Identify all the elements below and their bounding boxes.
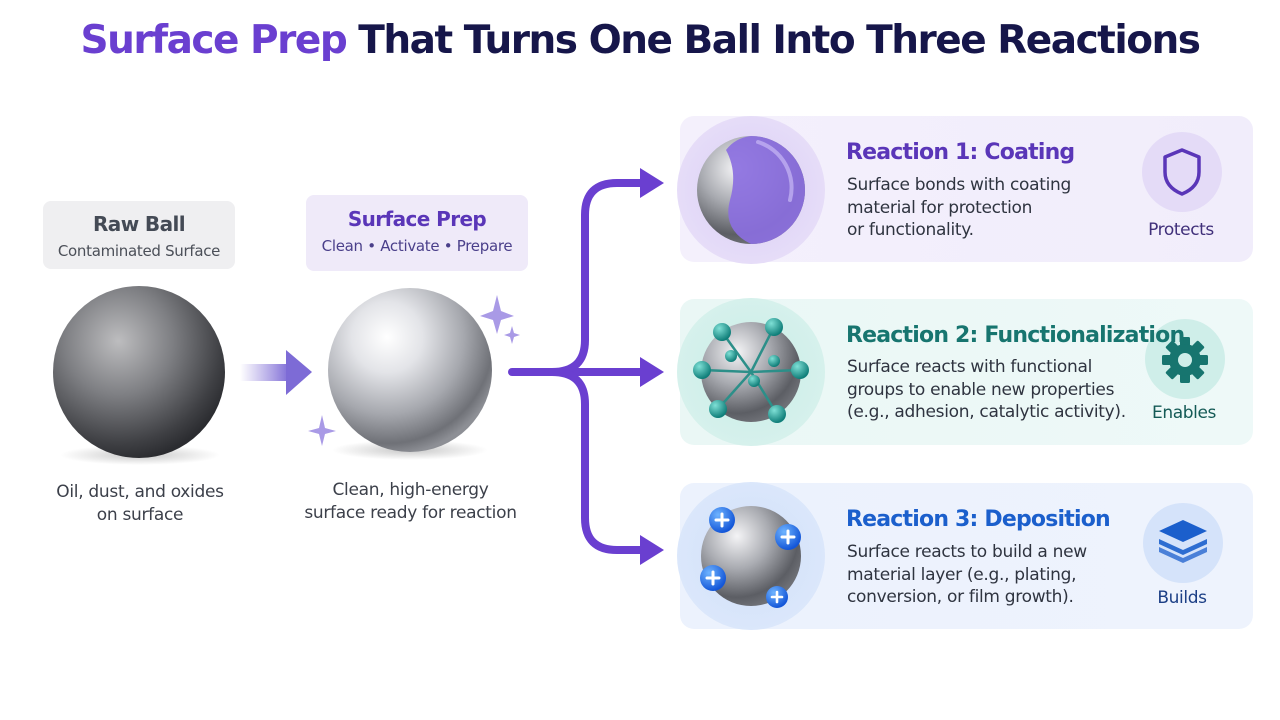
- benefit-label: Builds: [1157, 588, 1207, 608]
- raw-ball: [53, 286, 225, 458]
- surface-prep-sublabel: Clean • Activate • Prepare: [321, 237, 513, 255]
- reaction-description: Surface reacts with functional groups to…: [847, 356, 1137, 424]
- reaction-description: Surface reacts to build a new material l…: [847, 541, 1097, 609]
- arrow-head-functionalization: [640, 357, 664, 387]
- builds-icon-bg: [1143, 503, 1223, 583]
- surface-prep-caption: Clean, high-energy surface ready for rea…: [288, 479, 533, 525]
- raw-caption-line: Oil, dust, and oxides: [56, 482, 224, 502]
- sparkle-icon: [308, 415, 336, 446]
- desc-line: Surface bonds with coating: [847, 175, 1071, 195]
- raw-ball-tag: Raw Ball Contaminated Surface: [43, 201, 235, 269]
- desc-line: (e.g., adhesion, catalytic activity).: [847, 402, 1126, 422]
- sparkle-icon: [480, 295, 514, 334]
- desc-line: material for protection: [847, 197, 1033, 218]
- desc-line: Surface reacts to build a new: [847, 542, 1087, 562]
- raw-ball-sublabel: Contaminated Surface: [57, 242, 221, 260]
- title-rest: That Turns One Ball Into Three Reactions: [346, 18, 1201, 63]
- desc-line: Surface reacts with functional: [847, 357, 1092, 377]
- raw-caption-line: on surface: [96, 505, 184, 525]
- plus-ion-icons: [700, 507, 801, 608]
- raw-ball-label: Raw Ball: [93, 212, 186, 236]
- clean-ball: [328, 288, 492, 452]
- transition-arrow-shaft: [240, 364, 290, 381]
- title-accent: Surface Prep: [80, 18, 348, 63]
- arrow-head-coating: [640, 168, 664, 198]
- functional-groups: [693, 318, 809, 423]
- raw-ball-caption: Oil, dust, and oxides on surface: [30, 481, 250, 527]
- shield-icon: [1163, 148, 1201, 196]
- reaction-title: Reaction 2: Functionalization: [846, 323, 1185, 348]
- prep-caption-line: Clean, high-energy: [332, 480, 489, 500]
- prep-caption-line: surface ready for reaction: [304, 503, 517, 523]
- desc-line: conversion, or film growth).: [847, 587, 1074, 607]
- desc-line: material layer (e.g., plating,: [847, 564, 1077, 585]
- protects-icon-bg: [1142, 132, 1222, 212]
- transition-arrow-head: [286, 350, 312, 395]
- benefit-label: Enables: [1152, 403, 1216, 423]
- page-title: Surface Prep That Turns One Ball Into Th…: [0, 18, 1280, 63]
- surface-prep-tag: Surface Prep Clean • Activate • Prepare: [306, 195, 528, 271]
- desc-line: groups to enable new properties: [847, 379, 1115, 400]
- reaction-title: Reaction 3: Deposition: [846, 507, 1111, 532]
- surface-prep-label: Surface Prep: [347, 207, 487, 231]
- reaction-title: Reaction 1: Coating: [846, 140, 1075, 165]
- arrow-head-deposition: [640, 535, 664, 565]
- desc-line: or functionality.: [847, 220, 974, 240]
- gear-icon: [1162, 337, 1208, 383]
- layers-icon: [1159, 520, 1207, 563]
- reaction-description: Surface bonds with coating material for …: [847, 174, 1077, 242]
- branch-arrows: [508, 179, 644, 554]
- sparkle-icon: [504, 326, 520, 344]
- benefit-label: Protects: [1148, 220, 1214, 240]
